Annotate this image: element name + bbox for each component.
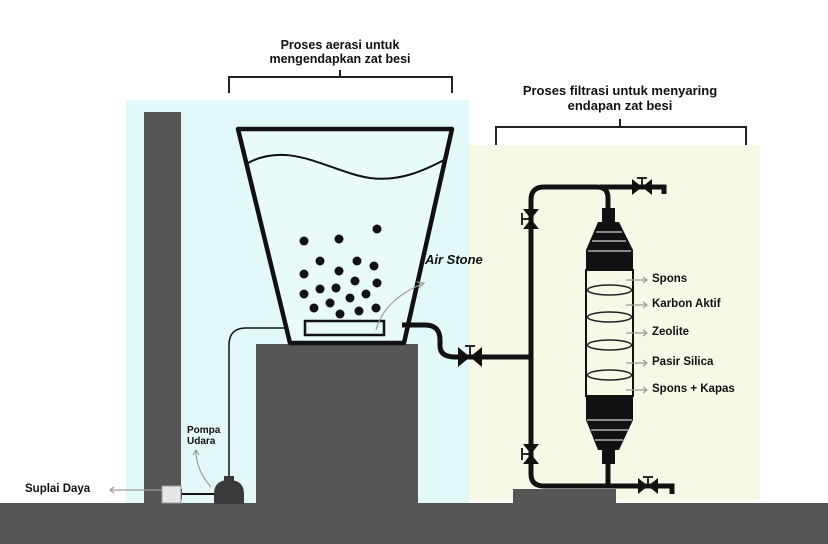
pump-label-line2: Udara xyxy=(187,436,216,447)
tank-pedestal xyxy=(256,344,418,504)
air-pump xyxy=(214,476,244,504)
filtration-title-line2: endapan zat besi xyxy=(567,98,673,113)
aeration-bracket xyxy=(228,70,453,93)
bubble xyxy=(335,309,345,319)
bubble xyxy=(371,303,381,313)
aeration-title-line2: mengendapkan zat besi xyxy=(269,52,411,66)
air-stone-pointer xyxy=(375,283,423,331)
bubble xyxy=(315,284,325,294)
top-outlet-valve xyxy=(632,177,652,195)
bubble xyxy=(299,236,309,246)
layer-label-pasir: Pasir Silica xyxy=(652,356,714,368)
bubble xyxy=(325,298,335,308)
pump-label-line1: Pompa xyxy=(187,425,221,436)
pump-pointer xyxy=(192,448,212,488)
support-pole xyxy=(144,112,181,504)
layer-divider xyxy=(586,284,633,296)
bubble xyxy=(299,269,309,279)
bubble xyxy=(354,306,364,316)
bottom-bypass-valve xyxy=(521,444,539,464)
pump-label: Pompa Udara xyxy=(187,425,220,447)
filter-column xyxy=(585,208,634,464)
bubble xyxy=(352,256,362,266)
water-surface xyxy=(247,153,445,180)
power-box xyxy=(161,485,182,504)
bubble xyxy=(334,266,344,276)
aeration-title-line1: Proses aerasi untuk xyxy=(280,38,400,52)
layer-pointer xyxy=(626,301,648,309)
air-hose xyxy=(228,327,305,482)
top-bypass-valve xyxy=(521,209,539,229)
layer-divider xyxy=(586,369,633,381)
power-label: Suplai Daya xyxy=(25,483,91,495)
bubble xyxy=(299,289,309,299)
bubble xyxy=(361,289,371,299)
bottom-pipe xyxy=(528,462,675,494)
layer-divider xyxy=(586,311,633,323)
bubble xyxy=(350,276,360,286)
bubble xyxy=(334,234,344,244)
layer-pointer xyxy=(626,359,648,367)
filter-media-layers xyxy=(586,284,633,381)
bubble xyxy=(331,283,341,293)
outlet-valve xyxy=(458,345,482,367)
layer-label-zeolite: Zeolite xyxy=(652,326,690,338)
layer-pointer xyxy=(626,329,648,337)
layer-label-spons-kapas: Spons + Kapas xyxy=(652,383,735,395)
bottom-outlet-valve xyxy=(638,476,658,494)
filtration-title: Proses filtrasi untuk menyaring endapan … xyxy=(500,83,740,113)
bubble xyxy=(345,293,355,303)
power-pointer xyxy=(109,486,162,494)
outlet-pipe xyxy=(402,322,532,360)
aeration-tank xyxy=(235,126,455,346)
aeration-title: Proses aerasi untuk mengendapkan zat bes… xyxy=(240,38,440,66)
bubble xyxy=(369,261,379,271)
bubble xyxy=(315,256,325,266)
filtration-bracket xyxy=(495,119,747,145)
layer-label-karbon: Karbon Aktif xyxy=(652,298,721,310)
filtration-title-line1: Proses filtrasi untuk menyaring xyxy=(522,83,718,98)
layer-pointer xyxy=(626,276,648,284)
air-stone-label: Air Stone xyxy=(425,252,483,267)
bubble xyxy=(372,224,382,234)
layer-pointer xyxy=(626,386,648,394)
layer-pointers xyxy=(626,276,648,394)
bubble xyxy=(309,303,319,313)
air-stone-pointer-head xyxy=(416,281,426,289)
top-pipe xyxy=(528,184,667,214)
layer-label-spons: Spons xyxy=(652,273,688,285)
ground xyxy=(0,503,828,544)
air-bubbles xyxy=(299,224,382,319)
layer-divider xyxy=(586,339,633,351)
filter-base xyxy=(513,489,616,504)
air-stone xyxy=(303,319,386,337)
bubble xyxy=(372,278,382,288)
